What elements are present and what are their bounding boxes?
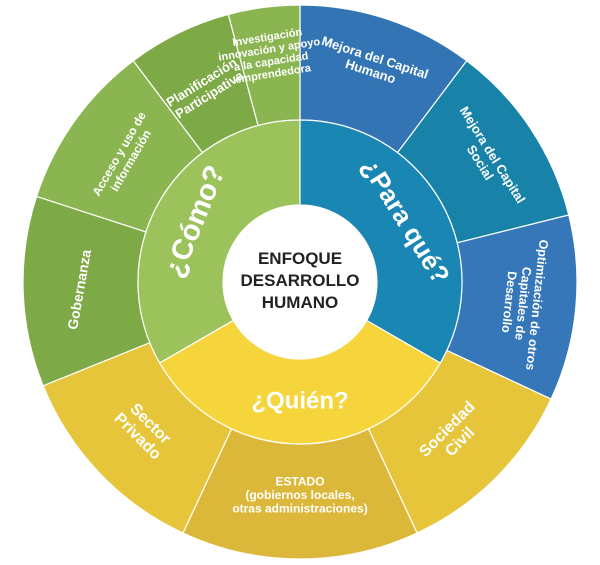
segment-label-line: (gobiernos locales,: [245, 488, 354, 502]
segment-label: Optimización de otrosCapitales deDesarro…: [495, 236, 550, 371]
segment-label-line: otras administraciones): [232, 502, 367, 516]
center-disc: [223, 205, 377, 359]
inner-segment-quien: ¿Quién?: [158, 319, 442, 445]
outer-segment-planificacion: PlanificaciónParticipativa: [132, 13, 259, 154]
center-circle: ENFOQUE DESARROLLO HUMANO: [223, 205, 377, 359]
inner-label: ¿Quién?: [251, 387, 348, 414]
outer-segment-sector-privado: SectorPrivado: [42, 341, 233, 534]
center-title-line: HUMANO: [262, 293, 339, 312]
outer-segment-estado: ESTADO(gobiernos locales,otras administr…: [182, 428, 418, 560]
segment-label: ESTADO(gobiernos locales,otras administr…: [232, 475, 367, 516]
outer-segment-sociedad-civil: SociedadCivil: [367, 349, 552, 534]
center-title-line: DESARROLLO: [241, 271, 360, 290]
outer-segment-acceso-informacion: Acceso y uso deinformación: [35, 59, 204, 233]
center-title-line: ENFOQUE: [258, 249, 342, 268]
outer-segment-investigacion: Investigacióninnovación y apoyoa la capa…: [218, 4, 321, 127]
segment-label-line: Desarrollo: [499, 270, 519, 333]
inner-ring: ¿Cómo?¿Para qué?¿Quién?: [137, 119, 463, 445]
center-title: ENFOQUE DESARROLLO HUMANO: [241, 249, 360, 312]
outer-segment-optimizacion-capitales: Optimización de otrosCapitales deDesarro…: [446, 214, 578, 400]
outer-segment-mejora-capital-social: Mejora del CapitalSocial: [396, 59, 570, 244]
segment-label-line: ESTADO: [275, 475, 324, 489]
